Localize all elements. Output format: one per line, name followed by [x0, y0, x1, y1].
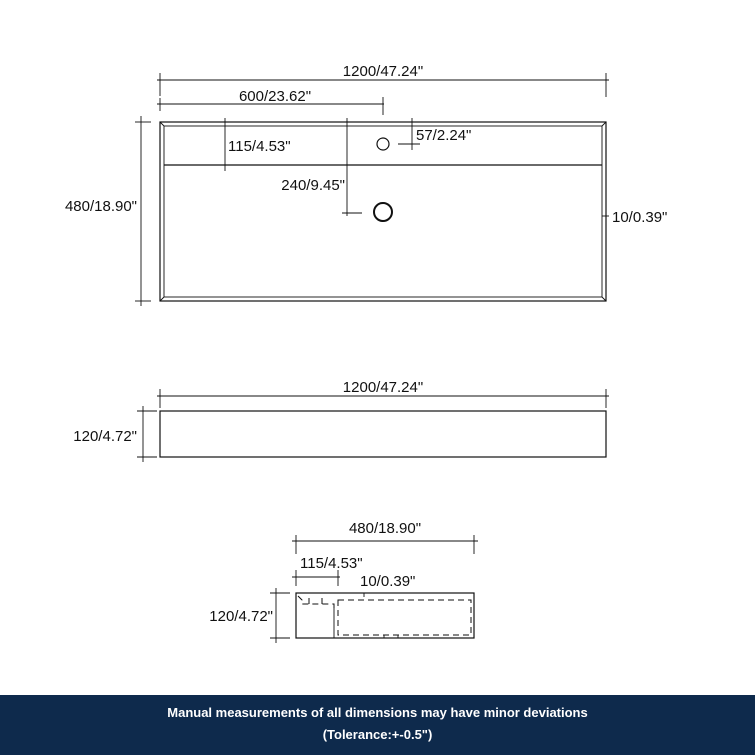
top-view: 1200/47.24" 600/23.62" 115/4.53" 240/9.4… [65, 63, 667, 306]
tolerance-banner: Manual measurements of all dimensions ma… [0, 695, 755, 755]
front-outline [159, 410, 607, 458]
rim-thickness-label: 10/0.39" [612, 209, 667, 226]
faucet-offset-label: 57/2.24" [416, 127, 471, 144]
faucet-hole [376, 137, 390, 151]
deck-depth-label: 115/4.53" [228, 138, 291, 155]
front-view: 1200/47.24" 120/4.72" [73, 379, 609, 462]
drain-offset-label: 240/9.45" [281, 177, 345, 194]
top-length-label: 1200/47.24" [343, 63, 423, 80]
basin-hidden-line [337, 599, 472, 636]
basin-inner-outline [163, 125, 603, 298]
front-length-label: 1200/47.24" [343, 379, 423, 396]
drain-hole [373, 202, 393, 222]
tolerance-value: (Tolerance:+-0.5") [322, 727, 433, 742]
tolerance-note: Manual measurements of all dimensions ma… [167, 705, 588, 720]
side-view: 480/18.90" 115/4.53" 10/0.39" 120/4.72" [209, 520, 478, 643]
side-outline [295, 592, 475, 639]
top-depth-label: 480/18.90" [65, 198, 137, 215]
center-offset-label: 600/23.62" [239, 88, 311, 105]
side-depth-label: 480/18.90" [349, 520, 421, 537]
side-rim-thickness-label: 10/0.39" [360, 573, 415, 590]
side-height-label: 120/4.72" [209, 608, 273, 625]
basin-outline [159, 121, 607, 302]
side-deck-depth-label: 115/4.53" [300, 555, 363, 572]
front-height-label: 120/4.72" [73, 428, 137, 445]
